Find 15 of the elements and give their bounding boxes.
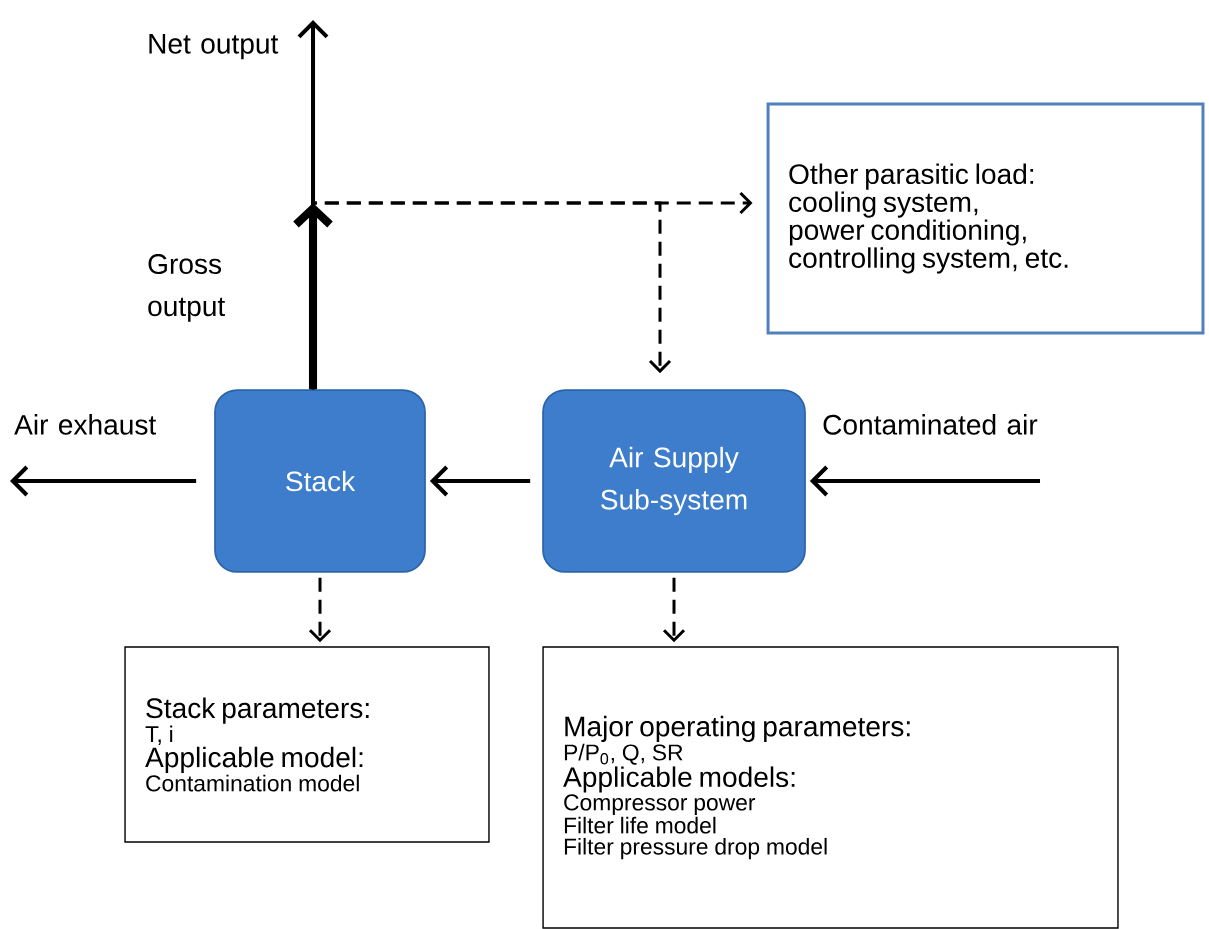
- arrow: [308, 577, 332, 643]
- info-box: Major operating parameters: P/P$_{0}$, Q, SR Applicable models: Compressor power Filter life model Filter pressure drop model: [542, 646, 1119, 929]
- arrow: [293, 203, 333, 390]
- arrow: [10, 465, 197, 497]
- info-box: Other parasitic load: cooling system, power conditioning, controlling system, etc.: [766, 102, 1205, 335]
- process-block: Stack: [214, 389, 426, 573]
- arrow: [662, 577, 686, 643]
- process-block: Air Supply Sub-system: [542, 389, 806, 573]
- edge-label: Net output: [149, 34, 279, 60]
- edge-label: Contaminated air: [823, 414, 1038, 435]
- edge-label: Air exhaust: [14, 414, 157, 435]
- info-box: Stack parameters: T, i Applicable model: Contamination model: [124, 646, 490, 843]
- arrow: [429, 465, 531, 497]
- edge-label: Gross output: [148, 254, 226, 322]
- arrow: [809, 465, 1040, 497]
